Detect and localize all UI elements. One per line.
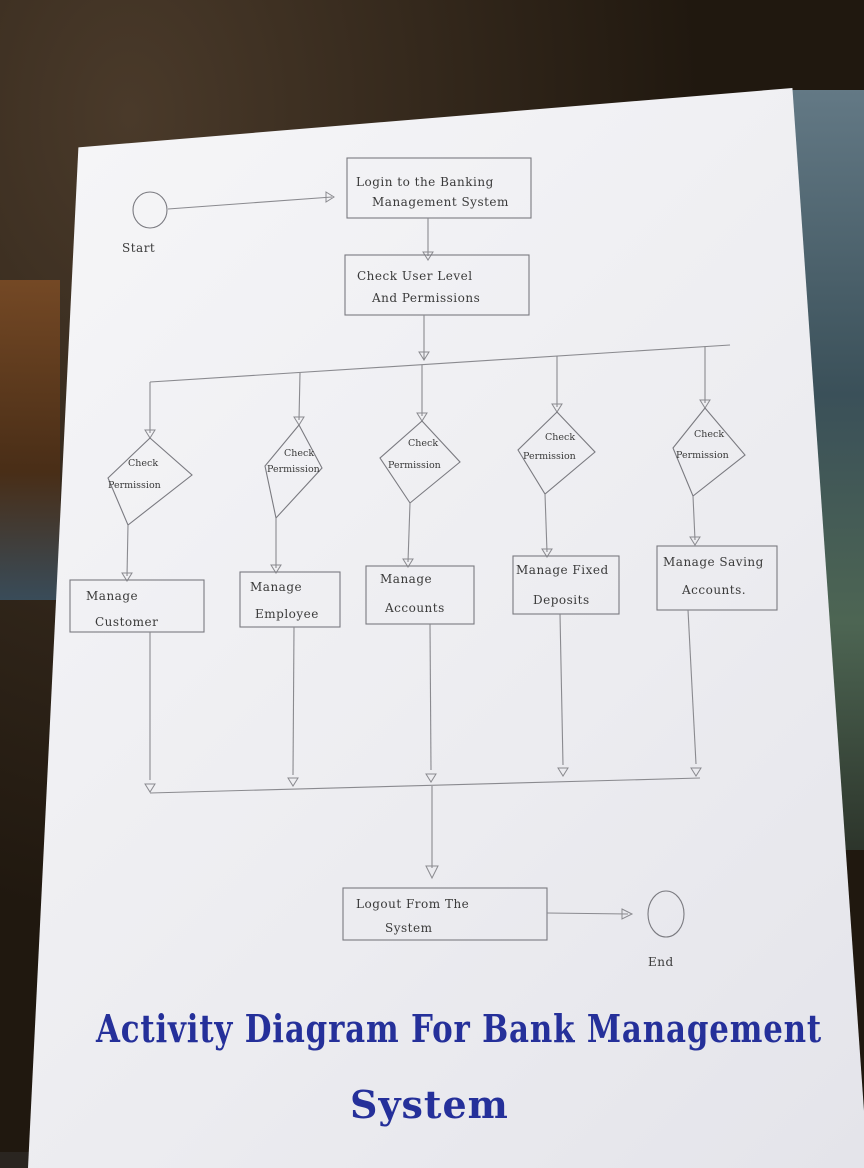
diagram-title-line1: Activity Diagram For Bank Management [95,1006,822,1051]
decision-1-to-action-arrowhead [121,572,133,582]
action-4-to-join-line [559,613,564,766]
action-5-to-join-arrowhead [690,767,702,777]
logout-label-line1: Logout From The [356,897,469,911]
end-label: End [648,955,674,969]
check-user-label-line2: And Permissions [371,291,480,305]
manage-accounts-box [365,565,475,625]
manage-customer-box [69,579,205,633]
decision-2-to-action-arrowhead [270,564,282,574]
check-to-fork-arrowhead [418,351,430,361]
login-box [346,157,532,219]
action-3-to-join-line [429,623,432,771]
manage-employee-box [239,571,341,628]
start-node [132,191,168,229]
action-5-to-join-line [687,609,697,765]
action-1-to-join-arrowhead [144,783,156,793]
diagram-title-line2: System [350,1082,509,1127]
login-to-check-arrowhead [422,251,434,261]
manage-accounts-label-line2: Accounts [384,601,445,615]
manage-customer-label-line2: Customer [95,615,158,629]
manage-fixed-deposits-label-line1: Manage Fixed [516,563,609,577]
decision-1-label-line1: Check [128,458,158,469]
decision-4-label-line2: Permission [523,451,576,462]
action-3-to-join-arrowhead [425,773,437,783]
start-label: Start [122,241,155,255]
join-to-logout-arrowhead [425,865,439,880]
login-label-line1: Login to the Banking [356,175,494,189]
branch-5-arrowhead [699,399,711,409]
decision-2-label-line1: Check [284,448,314,459]
join-bar [149,777,701,794]
decision-2-label-line2: Permission [267,464,320,475]
decision-4-to-action-arrowhead [541,548,553,558]
decision-1-to-action-line [126,524,129,577]
decision-5-to-action-arrowhead [689,536,701,546]
manage-employee-label-line1: Manage [250,580,302,594]
action-4-to-join-arrowhead [557,767,569,777]
branch-3-arrowhead [416,412,428,422]
branch-2-arrowhead [293,416,305,426]
background-object [0,280,60,600]
decision-3-label-line2: Permission [388,460,441,471]
logout-label-line2: System [385,921,433,935]
manage-fixed-deposits-label-line2: Deposits [533,593,590,607]
decision-3-to-action-arrowhead [402,558,414,568]
logout-to-end-line [546,912,629,915]
decision-5-label-line1: Check [694,429,724,440]
manage-customer-label-line1: Manage [86,589,138,603]
check-user-label-line1: Check User Level [357,269,473,283]
check-user-level-box [344,254,530,316]
logout-box [342,887,548,941]
decision-1-label-line2: Permission [108,480,161,491]
start-to-login-arrowhead [325,191,335,203]
paper-sheet [28,88,864,1168]
manage-saving-accounts-label-line2: Accounts. [681,583,746,597]
manage-accounts-label-line1: Manage [380,572,432,586]
manage-saving-accounts-label-line1: Manage Saving [663,555,764,569]
branch-4-arrowhead [551,403,563,413]
end-node [647,890,685,938]
logout-to-end-arrowhead [621,908,634,920]
branch-1-arrowhead [144,429,156,439]
fork-bar [149,344,731,383]
decision-5-to-action-line [692,495,696,541]
decision-4-to-action-line [544,493,548,553]
decision-3-to-action-line [407,502,411,563]
decision-4-label-line1: Check [545,432,575,443]
login-label-line2: Management System [372,195,509,209]
action-2-to-join-line [292,626,295,776]
decision-3-label-line1: Check [408,438,438,449]
start-to-login-line [167,196,333,210]
manage-saving-accounts-box [656,545,778,611]
decision-5-label-line2: Permission [676,450,729,461]
manage-employee-label-line2: Employee [255,607,319,621]
manage-fixed-deposits-box [512,555,620,615]
action-2-to-join-arrowhead [287,777,299,787]
branch-2-line [298,372,301,421]
